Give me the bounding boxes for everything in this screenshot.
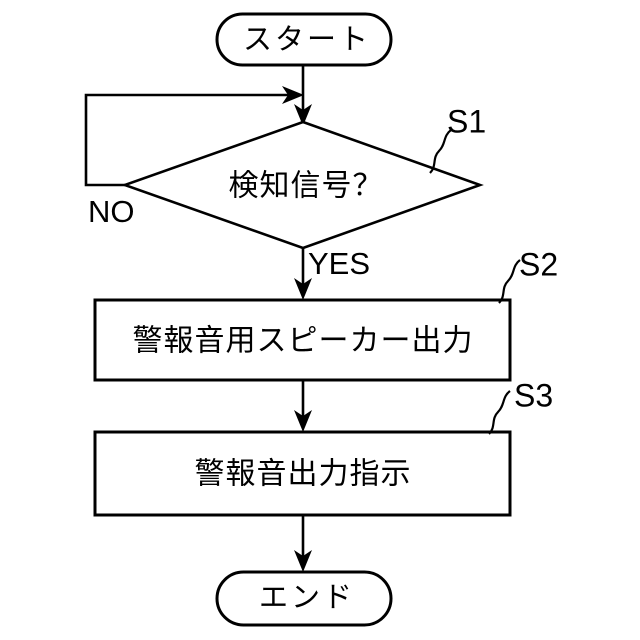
arrow-head-process-2-in [294, 410, 312, 432]
reference-label-s2: S2 [519, 246, 558, 282]
arrow-head-decision-in [294, 104, 312, 126]
connector-no-feedback-loop [84, 86, 304, 187]
start-label: スタート [243, 22, 371, 56]
process-2-label: 警報音出力指示 [195, 457, 412, 492]
end-label: エンド [259, 580, 355, 614]
arrow-head-no-loop [282, 86, 304, 104]
node-process-1[interactable]: 警報音用スピーカー出力 [93, 298, 512, 382]
reference-callout-s3: S3 [488, 377, 553, 435]
decision-diamond-shape [121, 120, 484, 250]
reference-label-s3: S3 [514, 377, 553, 413]
node-start[interactable]: スタート [215, 12, 393, 67]
end-terminator-shape [215, 570, 393, 627]
leader-line-s2 [498, 259, 521, 304]
node-end[interactable]: エンド [215, 570, 393, 627]
edge-label-yes: YES [308, 246, 370, 281]
node-process-2[interactable]: 警報音出力指示 [93, 430, 512, 517]
process-1-label: 警報音用スピーカー出力 [133, 324, 474, 359]
edge-label-no: NO [88, 194, 135, 229]
node-decision[interactable]: 検知信号？ [121, 120, 484, 250]
leader-line-s1 [429, 129, 452, 174]
reference-label-s1: S1 [447, 103, 486, 139]
arrow-head-end-in [294, 550, 312, 572]
reference-callout-s2: S2 [498, 246, 558, 304]
start-terminator-shape [215, 12, 393, 67]
process-1-shape [93, 298, 512, 382]
connector-decision-to-process-1 [294, 248, 312, 300]
connector-process-1-to-process-2 [294, 380, 312, 432]
connector-process-2-to-end [294, 515, 312, 572]
arrow-head-process-1-in [294, 278, 312, 300]
process-2-shape [93, 430, 512, 517]
leader-line-s3 [488, 390, 511, 435]
connector-start-to-decision [294, 65, 312, 126]
reference-callout-s1: S1 [429, 103, 486, 174]
decision-label: 検知信号？ [229, 169, 384, 204]
